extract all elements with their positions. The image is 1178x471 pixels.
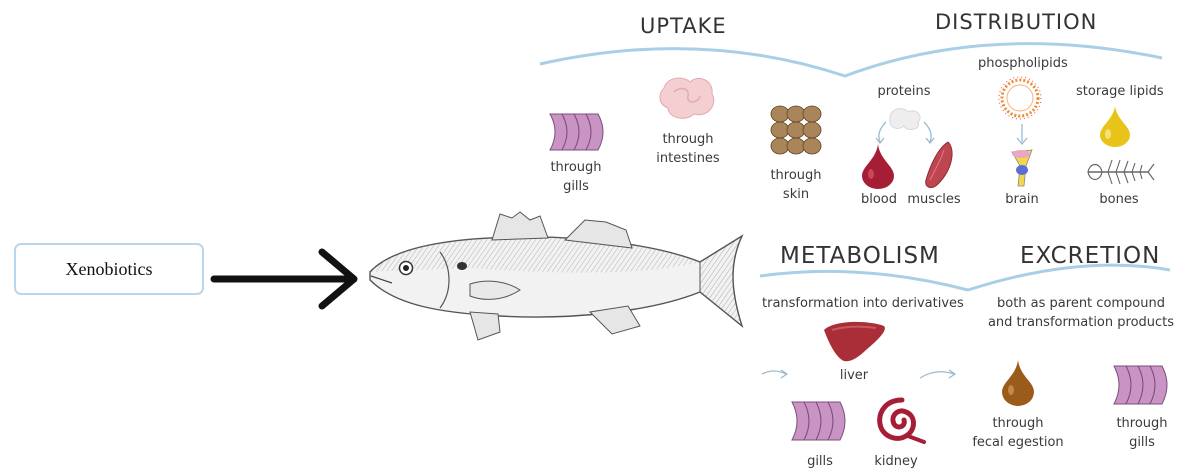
phospholipid-vesicle-icon [998, 76, 1042, 120]
xenobiotics-label: Xenobiotics [66, 259, 153, 280]
excretion-header: EXCRETION [1020, 243, 1160, 269]
intestines-icon [658, 74, 718, 120]
metabolism-header: METABOLISM [780, 243, 940, 269]
bones-label: bones [1094, 190, 1144, 209]
blood-label: blood [858, 190, 900, 209]
kidney-label: kidney [872, 452, 920, 471]
excretion-gills-icon [1112, 362, 1172, 408]
metabolism-arrows [760, 364, 990, 388]
fish-bone-icon [1084, 156, 1156, 188]
xenobiotics-box: Xenobiotics [14, 243, 204, 295]
fish-skin-icon [770, 104, 828, 160]
metabolism-gills-icon [790, 398, 850, 444]
muscle-icon [922, 140, 956, 192]
distribution-header: DISTRIBUTION [935, 10, 1097, 34]
uptake-header: UPTAKE [640, 14, 727, 38]
liver-icon [822, 318, 888, 366]
brain-icon [1004, 146, 1040, 190]
blood-drop-icon [860, 142, 896, 190]
fecal-drop-icon [1000, 358, 1036, 408]
phospholipids-label: phospholipids [978, 54, 1064, 73]
metabolism-gills-label: gills [800, 452, 840, 471]
transformation-label: transformation into derivatives [762, 294, 952, 313]
gills-icon [548, 110, 608, 154]
kidney-icon [872, 394, 932, 446]
storage-lipids-label: storage lipids [1076, 82, 1160, 101]
brain-arrow [1012, 122, 1032, 148]
proteins-label: proteins [872, 82, 936, 101]
brain-label: brain [1000, 190, 1044, 209]
lipid-drop-icon [1098, 104, 1132, 148]
muscles-label: muscles [906, 190, 962, 209]
